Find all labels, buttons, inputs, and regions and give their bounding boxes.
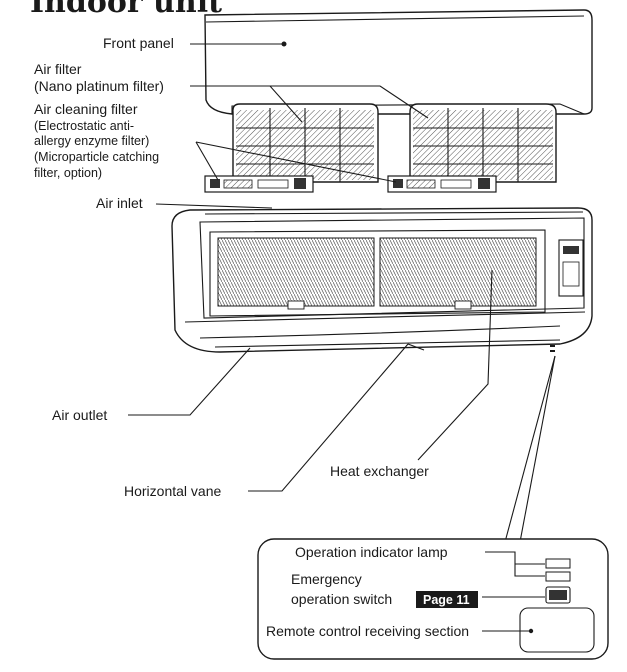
air-filter-right	[409, 103, 557, 183]
air-cleaning-filter-right	[387, 175, 497, 193]
label-emergency: Emergency	[291, 571, 362, 587]
label-operation-switch: operation switch	[291, 591, 392, 607]
page-ref-text: Page 11	[423, 593, 470, 607]
label-cleaning-sub-1: (Electrostatic anti-	[34, 119, 134, 133]
label-front-panel: Front panel	[103, 35, 174, 51]
air-cleaning-filter-left	[204, 175, 314, 193]
callout-panel: Operation indicator lamp Emergency opera…	[257, 538, 609, 660]
page-ref-badge	[416, 591, 478, 608]
label-cleaning-sub-3: (Microparticle catching	[34, 150, 159, 164]
page-title: Indoor unit	[30, 0, 222, 20]
label-cleaning-sub-2: allergy enzyme filter)	[34, 134, 149, 148]
label-operation-indicator-lamp: Operation indicator lamp	[295, 544, 448, 560]
front-panel	[204, 9, 593, 115]
indoor-unit-body	[171, 207, 593, 353]
label-cleaning-sub-4: filter, option)	[34, 166, 102, 180]
label-remote-control-receiver: Remote control receiving section	[266, 623, 469, 639]
label-horizontal-vane: Horizontal vane	[124, 483, 221, 499]
label-air-inlet: Air inlet	[96, 195, 143, 211]
air-filter-left	[232, 103, 379, 183]
label-air-cleaning-filter: Air cleaning filter	[34, 101, 138, 117]
label-heat-exchanger: Heat exchanger	[330, 463, 429, 479]
label-air-filter-sub: (Nano platinum filter)	[34, 78, 164, 94]
label-air-filter: Air filter	[34, 61, 82, 77]
label-air-outlet: Air outlet	[52, 407, 107, 423]
